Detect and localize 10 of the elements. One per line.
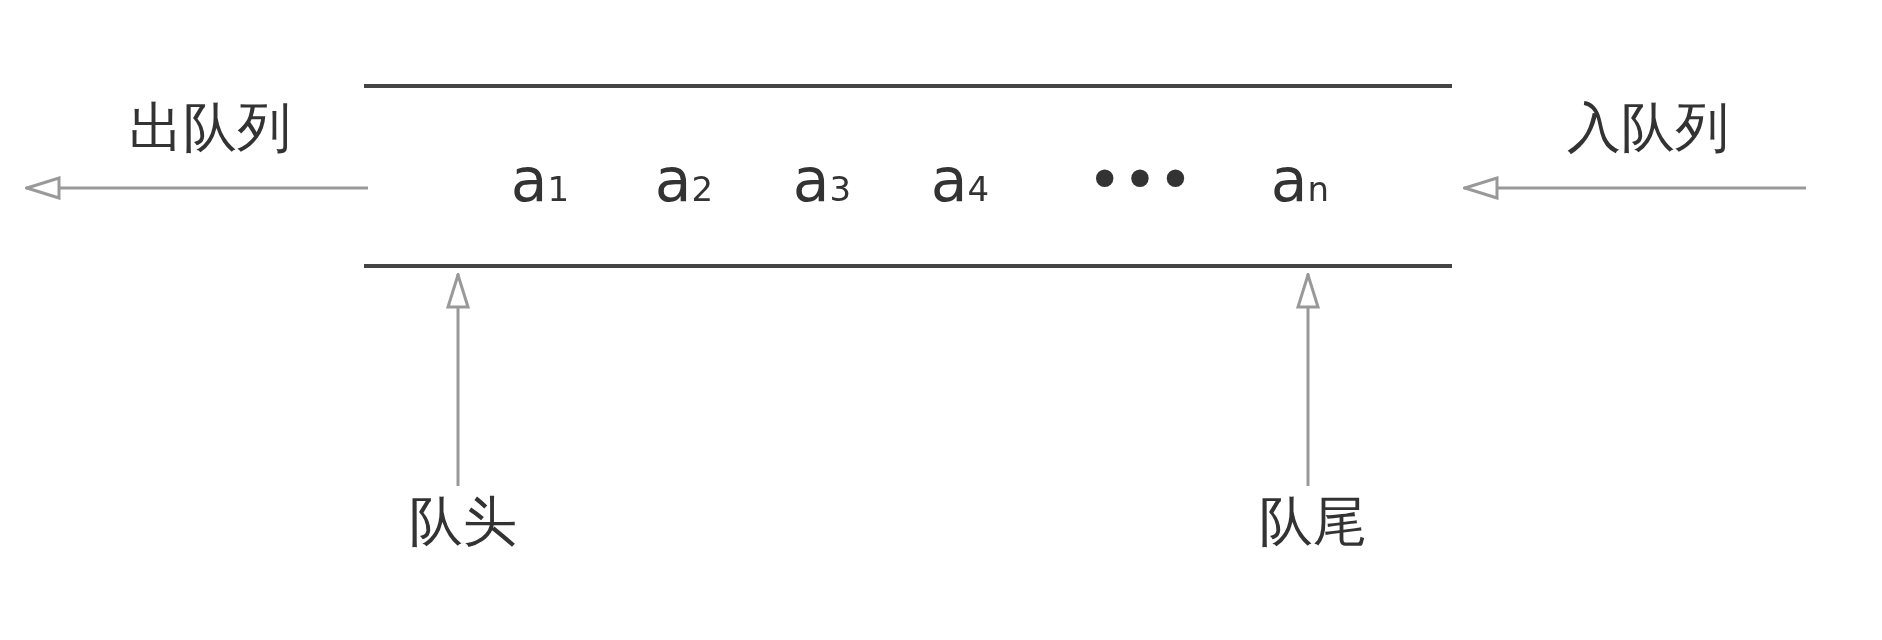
arrow	[1296, 273, 1320, 486]
queue-band	[364, 84, 1452, 268]
pointer-label: 队头	[390, 490, 535, 554]
arrow	[446, 273, 470, 486]
arrow	[25, 176, 368, 200]
edge-label: 入队列	[1567, 101, 1729, 155]
pointer-label: 队尾	[1240, 490, 1385, 554]
arrow	[1463, 176, 1806, 200]
queue-element: •••	[1086, 150, 1194, 210]
edge-label: 出队列	[129, 101, 291, 155]
